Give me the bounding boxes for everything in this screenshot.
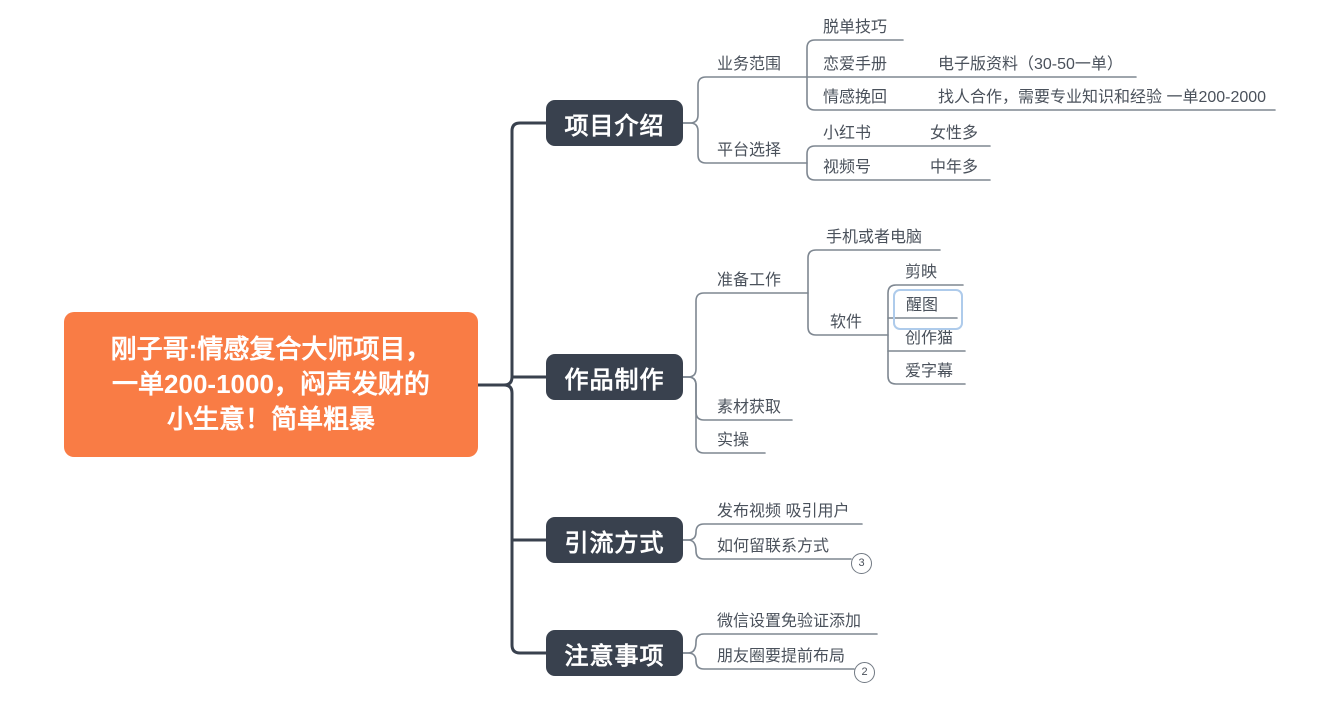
root-topic-line2: 一单200-1000，闷声发财的: [112, 369, 430, 399]
topic-software[interactable]: 软件: [830, 314, 863, 331]
topic-emotion-recovery[interactable]: 情感挽回: [823, 89, 888, 106]
collapsed-count-badge-moments[interactable]: 2: [854, 662, 875, 683]
branch-work-production-label: 作品制作: [564, 366, 665, 394]
topic-phone-or-computer[interactable]: 手机或者电脑: [826, 229, 923, 246]
branch-traffic-method-label: 引流方式: [564, 529, 665, 557]
root-topic-line3: 小生意！简单粗暴: [166, 404, 375, 434]
branch-work-production[interactable]: 作品制作: [546, 354, 683, 400]
branch-traffic-method[interactable]: 引流方式: [546, 517, 683, 563]
root-topic[interactable]: 刚子哥:情感复合大师项目， 一单200-1000，闷声发财的 小生意！简单粗暴: [64, 312, 478, 457]
topic-wechat-no-verify[interactable]: 微信设置免验证添加: [717, 613, 862, 630]
topic-material-acquisition[interactable]: 素材获取: [717, 399, 782, 416]
topic-preparation[interactable]: 准备工作: [717, 272, 782, 289]
topic-jianying[interactable]: 剪映: [905, 264, 938, 281]
topic-female-users[interactable]: 女性多: [930, 125, 979, 142]
topic-practice[interactable]: 实操: [717, 432, 750, 449]
topic-platform-choice[interactable]: 平台选择: [717, 142, 782, 159]
topic-shipinhao[interactable]: 视频号: [823, 159, 872, 176]
topic-ebook-material[interactable]: 电子版资料（30-50一单）: [938, 56, 1123, 73]
topic-chuangzuomao[interactable]: 创作猫: [905, 330, 954, 347]
topic-xiaohongshu[interactable]: 小红书: [823, 125, 872, 142]
topic-publish-video[interactable]: 发布视频 吸引用户: [717, 503, 850, 520]
topic-dating-tips[interactable]: 脱单技巧: [823, 19, 888, 36]
branch-notes[interactable]: 注意事项: [546, 630, 683, 676]
topic-cooperation-note[interactable]: 找人合作，需要专业知识和经验 一单200-2000: [938, 89, 1267, 106]
branch-project-intro[interactable]: 项目介绍: [546, 100, 683, 146]
branch-project-intro-label: 项目介绍: [564, 112, 665, 140]
collapsed-count-badge-contact[interactable]: 3: [851, 553, 872, 574]
topic-moments-layout[interactable]: 朋友圈要提前布局: [717, 648, 846, 665]
topic-aizimu[interactable]: 爱字幕: [905, 363, 954, 380]
topic-middle-aged[interactable]: 中年多: [930, 159, 979, 176]
topic-leave-contact[interactable]: 如何留联系方式: [717, 538, 830, 555]
topic-business-scope[interactable]: 业务范围: [717, 56, 782, 73]
branch-notes-label: 注意事项: [564, 642, 665, 670]
topic-love-manual[interactable]: 恋爱手册: [823, 56, 888, 73]
selection-highlight: [893, 289, 963, 330]
root-topic-line1: 刚子哥:情感复合大师项目，: [110, 334, 432, 364]
topic-xingtu[interactable]: 醒图: [906, 297, 939, 314]
